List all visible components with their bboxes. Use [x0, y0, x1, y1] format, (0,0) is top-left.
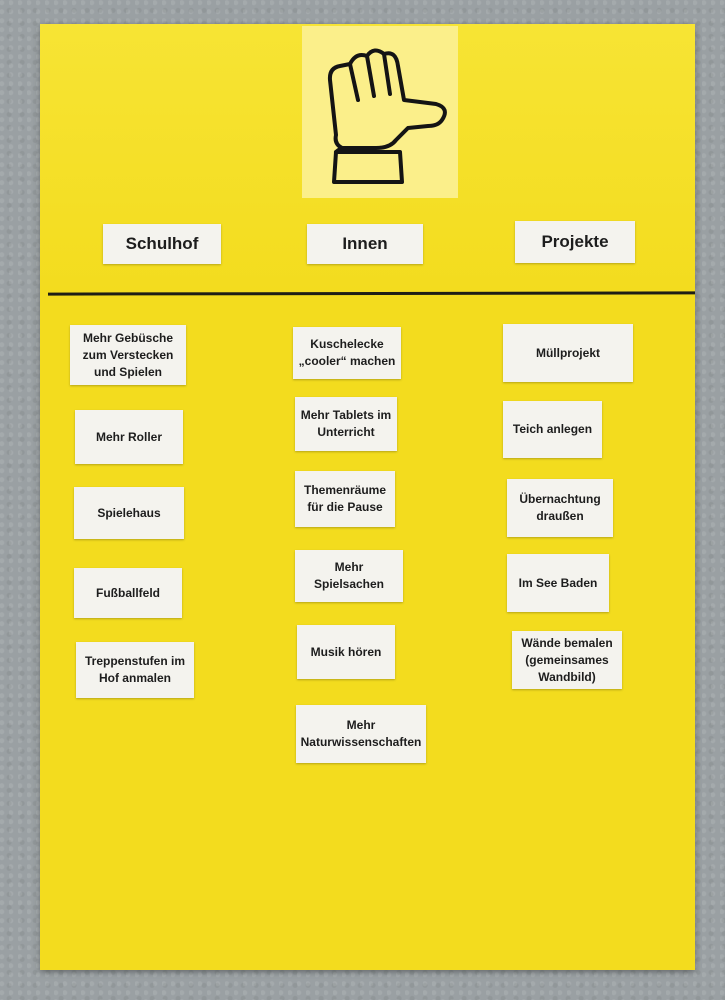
card-projekte-5: Wände bemalen (gemeinsames Wandbild) — [512, 631, 622, 689]
card-innen-6: Mehr Naturwissenschaften — [296, 705, 426, 763]
card-projekte-1: Müllprojekt — [503, 324, 633, 382]
card-schulhof-5: Treppenstufen im Hof anmalen — [76, 642, 194, 698]
card-schulhof-2: Mehr Roller — [75, 410, 183, 464]
column-header-schulhof: Schulhof — [103, 224, 221, 264]
card-projekte-4: Im See Baden — [507, 554, 609, 612]
card-innen-4: Mehr Spielsachen — [295, 550, 403, 602]
card-projekte-3: Übernachtung draußen — [507, 479, 613, 537]
card-projekte-2: Teich anlegen — [503, 401, 602, 458]
card-innen-5: Musik hören — [297, 625, 395, 679]
card-innen-2: Mehr Tablets im Unterricht — [295, 397, 397, 451]
column-header-innen: Innen — [307, 224, 423, 264]
card-innen-3: Themenräume für die Pause — [295, 471, 395, 527]
card-innen-1: Kuschelecke „cooler“ machen — [293, 327, 401, 379]
divider-line — [47, 291, 696, 296]
thumbs-up-icon — [327, 48, 447, 184]
card-schulhof-1: Mehr Gebüsche zum Verstecken und Spielen — [70, 325, 186, 385]
card-schulhof-3: Spielehaus — [74, 487, 184, 539]
column-header-projekte: Projekte — [515, 221, 635, 263]
card-schulhof-4: Fußballfeld — [74, 568, 182, 618]
poster: Schulhof Innen Projekte Mehr Gebüsche zu… — [40, 24, 696, 970]
thumbs-up-card — [302, 26, 458, 198]
